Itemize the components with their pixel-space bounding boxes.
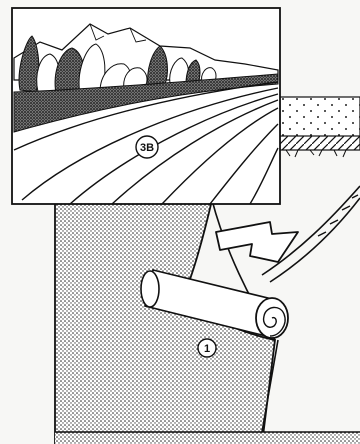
callout-1-label: 1	[204, 343, 210, 355]
landscape-scene	[11, 7, 281, 205]
soil-profile	[279, 96, 360, 158]
tree-line	[18, 35, 217, 100]
callout-1: 1	[197, 338, 217, 358]
callout-3b: 3B	[135, 135, 159, 159]
callout-3b-label: 3B	[140, 142, 154, 154]
base-panel	[54, 199, 360, 444]
rolled-mat-icon	[140, 185, 360, 339]
down-right-arrow-icon	[215, 221, 299, 263]
